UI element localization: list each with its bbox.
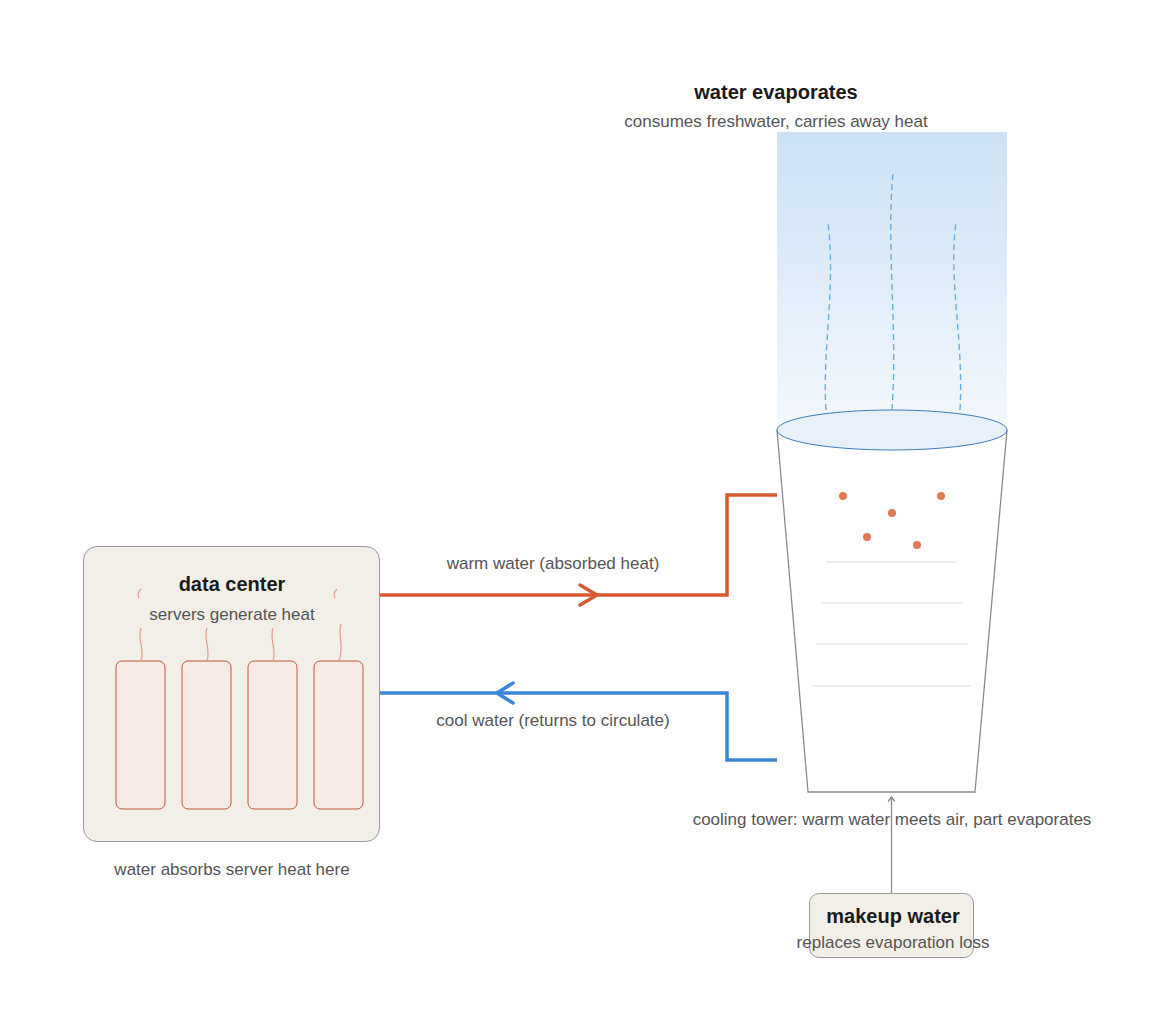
- connector-label: warm water (absorbed heat): [447, 554, 660, 574]
- node-heading: water evaporates: [694, 81, 857, 104]
- warm-water-pipe: [380, 495, 777, 605]
- tower-water-surface: [777, 410, 1007, 450]
- connector-label: cool water (returns to circulate): [436, 711, 669, 731]
- cool-water-pipe: [380, 683, 777, 760]
- tower-outline: [777, 410, 1007, 797]
- connector-line: [380, 495, 777, 595]
- arrow-head: [889, 797, 895, 801]
- data-center-box: data centerservers generate heatwater ab…: [83, 546, 380, 842]
- node-text: water absorbs server heat here: [114, 860, 349, 880]
- makeup-water-box: makeup waterreplaces evaporation loss: [809, 893, 974, 958]
- evaporation-band: water evaporatesconsumes freshwater, car…: [777, 132, 1007, 430]
- node-text: consumes freshwater, carries away heat: [624, 112, 927, 132]
- node-text: replaces evaporation loss: [797, 933, 990, 953]
- arrow-head: [580, 585, 597, 605]
- cooling-tower: cooling tower: warm water meets air, par…: [777, 410, 1007, 797]
- node-text: servers generate heat: [149, 605, 314, 625]
- tower-body: [777, 430, 1007, 792]
- node-heading: makeup water: [826, 905, 959, 928]
- node-text: cooling tower: warm water meets air, par…: [693, 810, 1092, 830]
- node-heading: data center: [179, 573, 286, 596]
- arrow-head: [497, 683, 513, 703]
- connector-line: [380, 693, 777, 760]
